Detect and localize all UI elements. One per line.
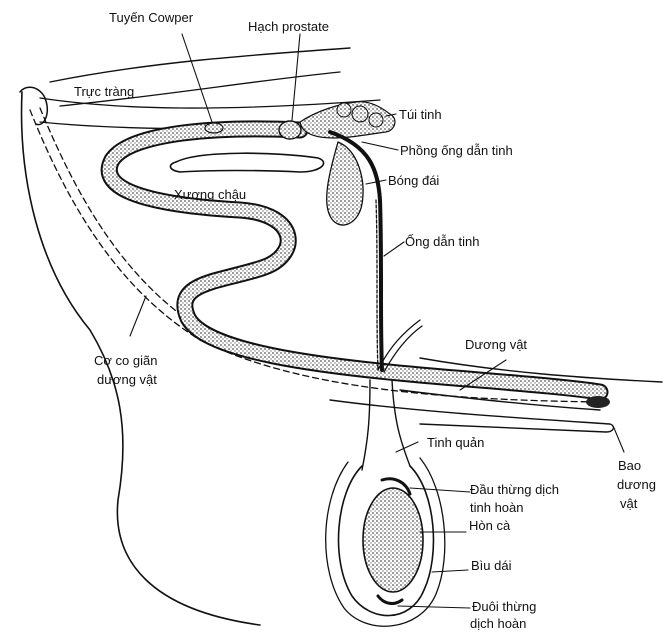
label-epididymis-head-line2: tinh hoàn <box>470 500 524 515</box>
sheath <box>330 400 613 432</box>
spermatic-cord-outer <box>362 380 370 470</box>
bladder <box>327 142 363 225</box>
label-vas-deferens: Ống dẫn tinh <box>405 234 479 249</box>
cord-branch <box>378 320 420 370</box>
label-epididymis-tail-line1: Đuôi thừng <box>472 599 536 614</box>
label-sheath-line2: dương <box>617 477 656 492</box>
label-retractor-line2: dương vật <box>97 372 157 387</box>
spermatic-cord-inner <box>392 380 410 466</box>
label-sheath-line3: vật <box>620 496 638 511</box>
label-pelvis: Xương chậu <box>174 187 246 202</box>
label-epididymis-head-line1: Đầu thừng dịch <box>470 482 559 497</box>
label-prostate: Hạch prostate <box>248 19 329 34</box>
label-ampulla: Phồng ống dẫn tinh <box>400 143 513 158</box>
vas-deferens-right <box>376 200 378 370</box>
epididymis-tail <box>378 596 402 603</box>
vesicle-lobe <box>369 113 383 127</box>
label-testis: Hòn cà <box>469 518 511 533</box>
testis <box>363 488 423 592</box>
label-rectum: Trực tràng <box>74 84 134 99</box>
label-retractor-line1: Cơ co giãn <box>94 353 157 368</box>
label-epididymis-tail-line2: dịch hoàn <box>470 616 526 631</box>
label-cowper: Tuyến Cowper <box>109 10 194 25</box>
prostate <box>279 121 301 139</box>
label-bladder: Bóng đái <box>388 173 439 188</box>
label-scrotum: Bìu dái <box>471 558 512 573</box>
belly-line <box>50 48 350 82</box>
cowper-gland <box>205 123 223 133</box>
label-penis: Dương vật <box>465 337 527 352</box>
pelvis-bone <box>170 153 323 172</box>
label-seminal-vesicle: Túi tinh <box>399 107 442 122</box>
label-spermatic-cord: Tinh quản <box>427 435 484 450</box>
glans <box>586 396 610 408</box>
label-sheath-line1: Bao <box>618 458 641 473</box>
vesicle-lobe <box>337 103 351 117</box>
vesicle-lobe <box>352 106 368 122</box>
